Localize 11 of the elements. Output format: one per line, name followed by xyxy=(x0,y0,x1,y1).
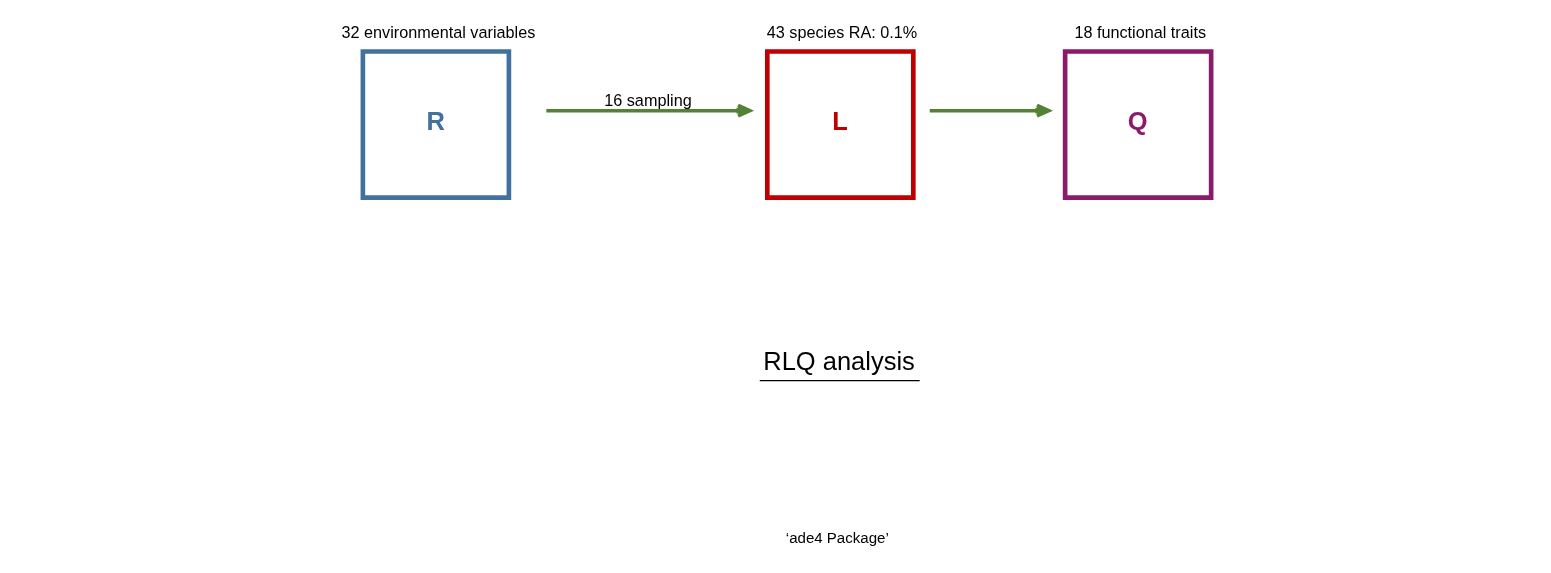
arrow xyxy=(929,103,1050,118)
node-box: L xyxy=(764,49,916,200)
arrow xyxy=(545,103,752,118)
node-box: Q xyxy=(1062,49,1213,200)
node-label: 43 species RA: 0.1% xyxy=(766,22,917,41)
node-label: 32 environmental variables xyxy=(340,22,535,41)
edge-label: 16 sampling xyxy=(603,91,692,110)
node-box: R xyxy=(360,49,511,200)
node-label: 18 functional traits xyxy=(1073,22,1206,41)
label: ‘ade4 Package’ xyxy=(785,529,889,547)
label: RLQ analysis xyxy=(762,346,915,375)
